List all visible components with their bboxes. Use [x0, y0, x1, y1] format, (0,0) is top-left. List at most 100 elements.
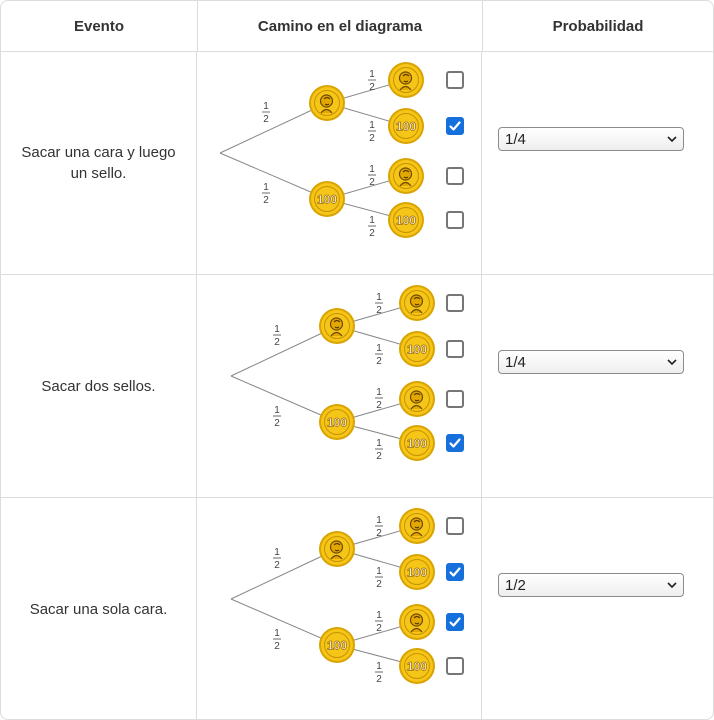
branch-probability-label: 12: [368, 215, 376, 239]
coin-tails-icon: 100: [319, 627, 355, 663]
path-checkbox-4[interactable]: [446, 434, 464, 452]
fraction-numerator: 1: [376, 292, 382, 303]
fraction-denominator: 2: [263, 195, 269, 206]
fraction-denominator: 2: [263, 114, 269, 125]
probability-select-value: 1/4: [505, 354, 526, 371]
header-probability: Probabilidad: [552, 17, 644, 35]
coin-tails-icon: 100: [309, 181, 345, 217]
probability-select[interactable]: 1/2: [498, 573, 684, 597]
branch-probability-label: 12: [262, 101, 270, 125]
chevron-down-icon: [667, 359, 677, 366]
fraction-denominator: 2: [369, 177, 375, 188]
probability-select[interactable]: 1/4: [498, 350, 684, 374]
checkmark-icon: [449, 567, 461, 577]
header-event: Evento: [1, 1, 198, 51]
checkmark-icon: [449, 121, 461, 131]
fraction-numerator: 1: [376, 515, 382, 526]
coin-heads-icon: [399, 604, 435, 640]
fraction-numerator: 1: [376, 566, 382, 577]
fraction-denominator: 2: [376, 356, 382, 367]
fraction-denominator: 2: [274, 418, 280, 429]
fraction-numerator: 1: [369, 215, 375, 226]
coin-tails-icon: 100: [399, 425, 435, 461]
fraction-denominator: 2: [274, 641, 280, 652]
coin-tails-icon: 100: [319, 404, 355, 440]
path-checkbox-4[interactable]: [446, 211, 464, 229]
fraction-numerator: 1: [376, 438, 382, 449]
branch-probability-label: 12: [375, 661, 383, 685]
branch-probability-label: 12: [375, 566, 383, 590]
path-checkbox-1[interactable]: [446, 71, 464, 89]
branch-probability-label: 12: [273, 547, 281, 571]
coin-value-text: 100: [396, 214, 416, 228]
probability-cell: 1/4: [482, 275, 712, 497]
branch-probability-label: 12: [368, 120, 376, 144]
coin-value-text: 100: [317, 193, 337, 207]
fraction-numerator: 1: [376, 610, 382, 621]
probability-select-value: 1/2: [505, 577, 526, 594]
event-description: Sacar dos sellos.: [1, 275, 197, 497]
path-checkbox-1[interactable]: [446, 294, 464, 312]
coin-heads-icon: [399, 285, 435, 321]
path-checkbox-3[interactable]: [446, 613, 464, 631]
coin-value-text: 100: [407, 566, 427, 580]
branch-probability-label: 12: [375, 515, 383, 539]
fraction-denominator: 2: [376, 674, 382, 685]
coin-value-text: 100: [407, 343, 427, 357]
fraction-numerator: 1: [263, 101, 269, 112]
coin-tails-icon: 100: [399, 554, 435, 590]
path-checkbox-2[interactable]: [446, 563, 464, 581]
fraction-denominator: 2: [376, 528, 382, 539]
fraction-numerator: 1: [376, 387, 382, 398]
coin-heads-icon: [309, 85, 345, 121]
path-checkbox-3[interactable]: [446, 390, 464, 408]
probability-select[interactable]: 1/4: [498, 127, 684, 151]
coin-value-text: 100: [407, 437, 427, 451]
coin-tails-icon: 100: [388, 108, 424, 144]
branch-probability-label: 12: [375, 292, 383, 316]
branch-probability-label: 12: [273, 405, 281, 429]
fraction-numerator: 1: [274, 324, 280, 335]
coin-value-text: 100: [396, 120, 416, 134]
coin-value-text: 100: [327, 639, 347, 653]
fraction-numerator: 1: [369, 120, 375, 131]
path-checkbox-3[interactable]: [446, 167, 464, 185]
coin-heads-icon: [388, 158, 424, 194]
branch-probability-label: 12: [273, 628, 281, 652]
probability-select-value: 1/4: [505, 131, 526, 148]
checkmark-icon: [449, 617, 461, 627]
path-checkbox-4[interactable]: [446, 657, 464, 675]
fraction-denominator: 2: [369, 133, 375, 144]
branch-probability-label: 12: [375, 610, 383, 634]
path-checkbox-1[interactable]: [446, 517, 464, 535]
fraction-denominator: 2: [274, 560, 280, 571]
fraction-denominator: 2: [376, 400, 382, 411]
path-checkbox-2[interactable]: [446, 117, 464, 135]
event-description: Sacar una cara y luego un sello.: [1, 52, 197, 274]
coin-heads-icon: [388, 62, 424, 98]
fraction-numerator: 1: [263, 182, 269, 193]
fraction-denominator: 2: [369, 228, 375, 239]
coin-heads-icon: [319, 308, 355, 344]
header-path: Camino en el diagrama: [198, 1, 483, 51]
fraction-denominator: 2: [376, 305, 382, 316]
branch-probability-label: 12: [273, 324, 281, 348]
fraction-numerator: 1: [369, 164, 375, 175]
probability-cell: 1/4: [482, 52, 712, 274]
fraction-numerator: 1: [274, 547, 280, 558]
fraction-numerator: 1: [376, 343, 382, 354]
fraction-denominator: 2: [376, 623, 382, 634]
fraction-denominator: 2: [369, 82, 375, 93]
coin-tails-icon: 100: [399, 331, 435, 367]
coin-heads-icon: [399, 508, 435, 544]
event-description: Sacar una sola cara.: [1, 498, 197, 719]
branch-probability-label: 12: [368, 164, 376, 188]
path-checkbox-2[interactable]: [446, 340, 464, 358]
fraction-numerator: 1: [274, 628, 280, 639]
